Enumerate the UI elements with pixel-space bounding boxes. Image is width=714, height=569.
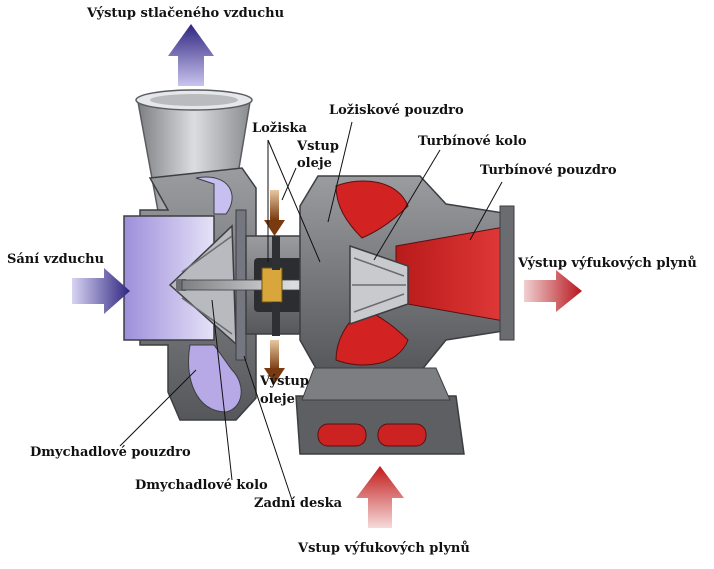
label-bearings: Ložiska	[252, 121, 307, 136]
label-turbine-wheel: Turbínové kolo	[418, 134, 527, 149]
label-compressor-wheel: Dmychadlové kolo	[135, 478, 268, 493]
compressed-air-out-arrow	[168, 24, 214, 86]
label-turbine-housing: Turbínové pouzdro	[480, 163, 617, 178]
label-air-intake: Sání vzduchu	[7, 252, 105, 267]
leader-bearings-b	[267, 139, 321, 263]
leader-compressor-wheel	[211, 299, 233, 481]
label-back-plate: Zadní deska	[254, 496, 343, 511]
label-oil-outlet-1: Výstup	[260, 374, 309, 389]
leader-turbine-housing	[469, 181, 503, 241]
turbine-wheel-shape	[349, 244, 409, 326]
exhaust-in-arrow	[356, 466, 404, 528]
leader-oil-inlet	[281, 167, 297, 201]
oil-out-arrow	[264, 340, 285, 384]
leader-back-plate	[243, 355, 293, 501]
leader-lines	[119, 121, 503, 501]
leader-compressor-housing	[119, 369, 197, 447]
label-oil-outlet-2: oleje	[260, 392, 295, 407]
label-oil-inlet-2: oleje	[297, 156, 332, 171]
label-oil-inlet-1: Vstup	[297, 139, 339, 154]
leader-bearing-housing	[327, 121, 353, 223]
label-compressor-housing: Dmychadlové pouzdro	[30, 445, 191, 460]
label-compressed-air-outlet: Výstup stlačeného vzduchu	[87, 6, 285, 21]
label-exhaust-outlet: Výstup výfukových plynů	[518, 256, 697, 271]
leader-turbine-wheel	[373, 149, 441, 261]
label-exhaust-inlet: Vstup výfukových plynů	[298, 541, 470, 556]
air-intake-arrow	[72, 268, 130, 314]
label-bearing-housing: Ložiskové pouzdro	[329, 103, 464, 118]
oil-in-arrow	[264, 190, 285, 236]
exhaust-out-arrow	[524, 270, 582, 312]
